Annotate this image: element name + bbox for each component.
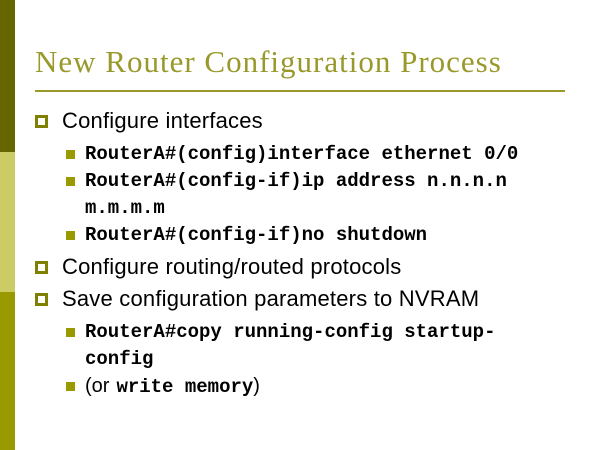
code-bullet-ip-address: RouterA#(config-if)ip address n.n.n.n m.…	[35, 168, 583, 222]
slide-title: New Router Configuration Process	[35, 44, 502, 79]
bullet-item-save-to-nvram: Save configuration parameters to NVRAM	[35, 286, 583, 312]
code-line: RouterA#(config)interface ethernet 0/0	[85, 143, 519, 165]
bullet-text: Save configuration parameters to NVRAM	[62, 286, 480, 311]
mixed-text-suffix: )	[253, 375, 260, 397]
hollow-square-bullet-icon	[35, 261, 48, 274]
bullet-text: Configure interfaces	[62, 108, 263, 133]
bullet-item-configure-protocols: Configure routing/routed protocols	[35, 254, 583, 280]
filled-square-bullet-icon	[66, 150, 75, 159]
code-line-wrap: m.m.m.m	[85, 197, 165, 219]
code-line: RouterA#(config-if)no shutdown	[85, 224, 428, 246]
mixed-code-text: write memory	[116, 376, 254, 398]
code-bullet-interface-ethernet: RouterA#(config)interface ethernet 0/0	[35, 141, 583, 168]
bullet-item-configure-interfaces: Configure interfaces	[35, 108, 583, 134]
filled-square-bullet-icon	[66, 382, 75, 391]
code-bullet-copy-running-config: RouterA#copy running-config startup- con…	[35, 319, 583, 373]
accent-bar-segment-middle	[0, 152, 15, 292]
filled-square-bullet-icon	[66, 231, 75, 240]
filled-square-bullet-icon	[66, 177, 75, 186]
filled-square-bullet-icon	[66, 328, 75, 337]
code-line: RouterA#(config-if)ip address n.n.n.n	[85, 170, 507, 192]
accent-bar-segment-bottom	[0, 292, 15, 450]
bullet-item-write-memory: (or write memory)	[35, 373, 583, 401]
code-bullet-no-shutdown: RouterA#(config-if)no shutdown	[35, 222, 583, 249]
code-line-wrap: config	[85, 348, 154, 370]
left-accent-bar	[0, 0, 15, 450]
code-line: RouterA#copy running-config startup-	[85, 321, 496, 343]
bullet-list: Configure interfaces RouterA#(config)int…	[35, 108, 583, 401]
bullet-text: Configure routing/routed protocols	[62, 254, 402, 279]
mixed-text-prefix: (or	[85, 375, 110, 397]
slide-body: Configure interfaces RouterA#(config)int…	[35, 108, 583, 401]
accent-bar-segment-top	[0, 0, 15, 152]
title-underline	[35, 90, 565, 92]
hollow-square-bullet-icon	[35, 293, 48, 306]
hollow-square-bullet-icon	[35, 115, 48, 128]
